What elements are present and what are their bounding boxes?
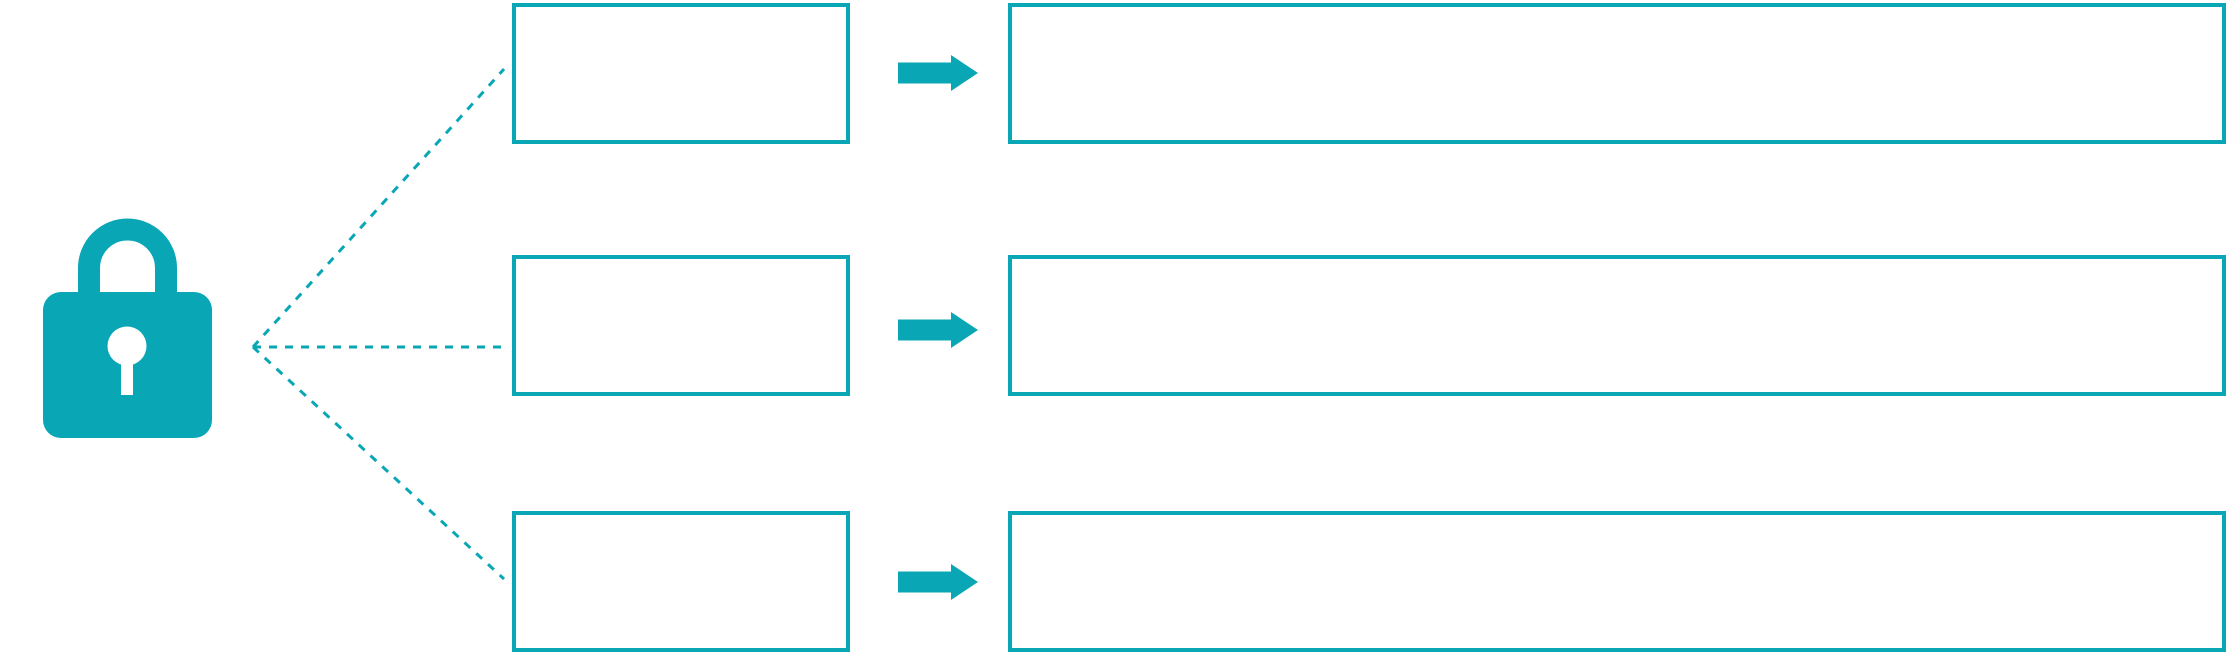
lock-icon xyxy=(43,218,212,438)
keyhole-icon xyxy=(107,326,147,366)
definition-box-2 xyxy=(1008,255,2226,396)
keyword-box-1 xyxy=(512,3,850,144)
right-arrow-icon-2 xyxy=(898,312,978,348)
right-arrow-icon-3 xyxy=(898,564,978,600)
keyword-box-2 xyxy=(512,255,850,396)
right-arrow-icon-1 xyxy=(898,55,978,91)
definition-box-1 xyxy=(1008,3,2226,144)
dotted-connector-top xyxy=(251,67,506,349)
definition-box-3 xyxy=(1008,511,2226,652)
dotted-connector-bottom xyxy=(251,345,506,581)
keyword-box-3 xyxy=(512,511,850,652)
